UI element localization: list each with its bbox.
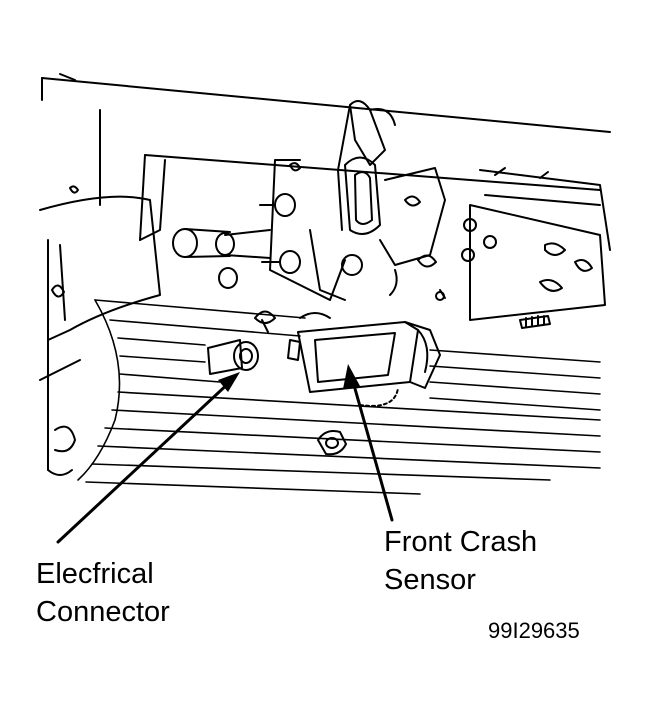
- leader-arrows: [56, 364, 394, 544]
- electrical-connector-label-line2: Connector: [36, 596, 170, 628]
- front-crash-sensor: [254, 310, 441, 393]
- connector-leader-line: [56, 378, 234, 544]
- latch-bolts: [172, 193, 301, 289]
- right-bracket: [461, 204, 606, 329]
- left-fender-area: [39, 185, 161, 476]
- sensor-leader-line: [350, 376, 394, 522]
- electrical-connector: [207, 339, 259, 375]
- front-crash-sensor-label-line2: Sensor: [384, 564, 476, 596]
- sensor-arrowhead: [343, 364, 360, 389]
- figure-code: 99I29635: [488, 618, 580, 643]
- electrical-connector-label: Elecfrical Connector: [36, 555, 170, 631]
- hood-latch-assembly: [269, 100, 446, 301]
- front-crash-sensor-label-line1: Front Crash: [384, 526, 538, 558]
- front-crash-sensor-label: Front Crash Sensor: [384, 523, 537, 599]
- radiator-support-upper: [41, 73, 611, 251]
- connector-arrowhead: [218, 372, 240, 392]
- sensor-mounting-nut: [317, 387, 399, 456]
- electrical-connector-label-line1: Elecfrical: [36, 558, 154, 590]
